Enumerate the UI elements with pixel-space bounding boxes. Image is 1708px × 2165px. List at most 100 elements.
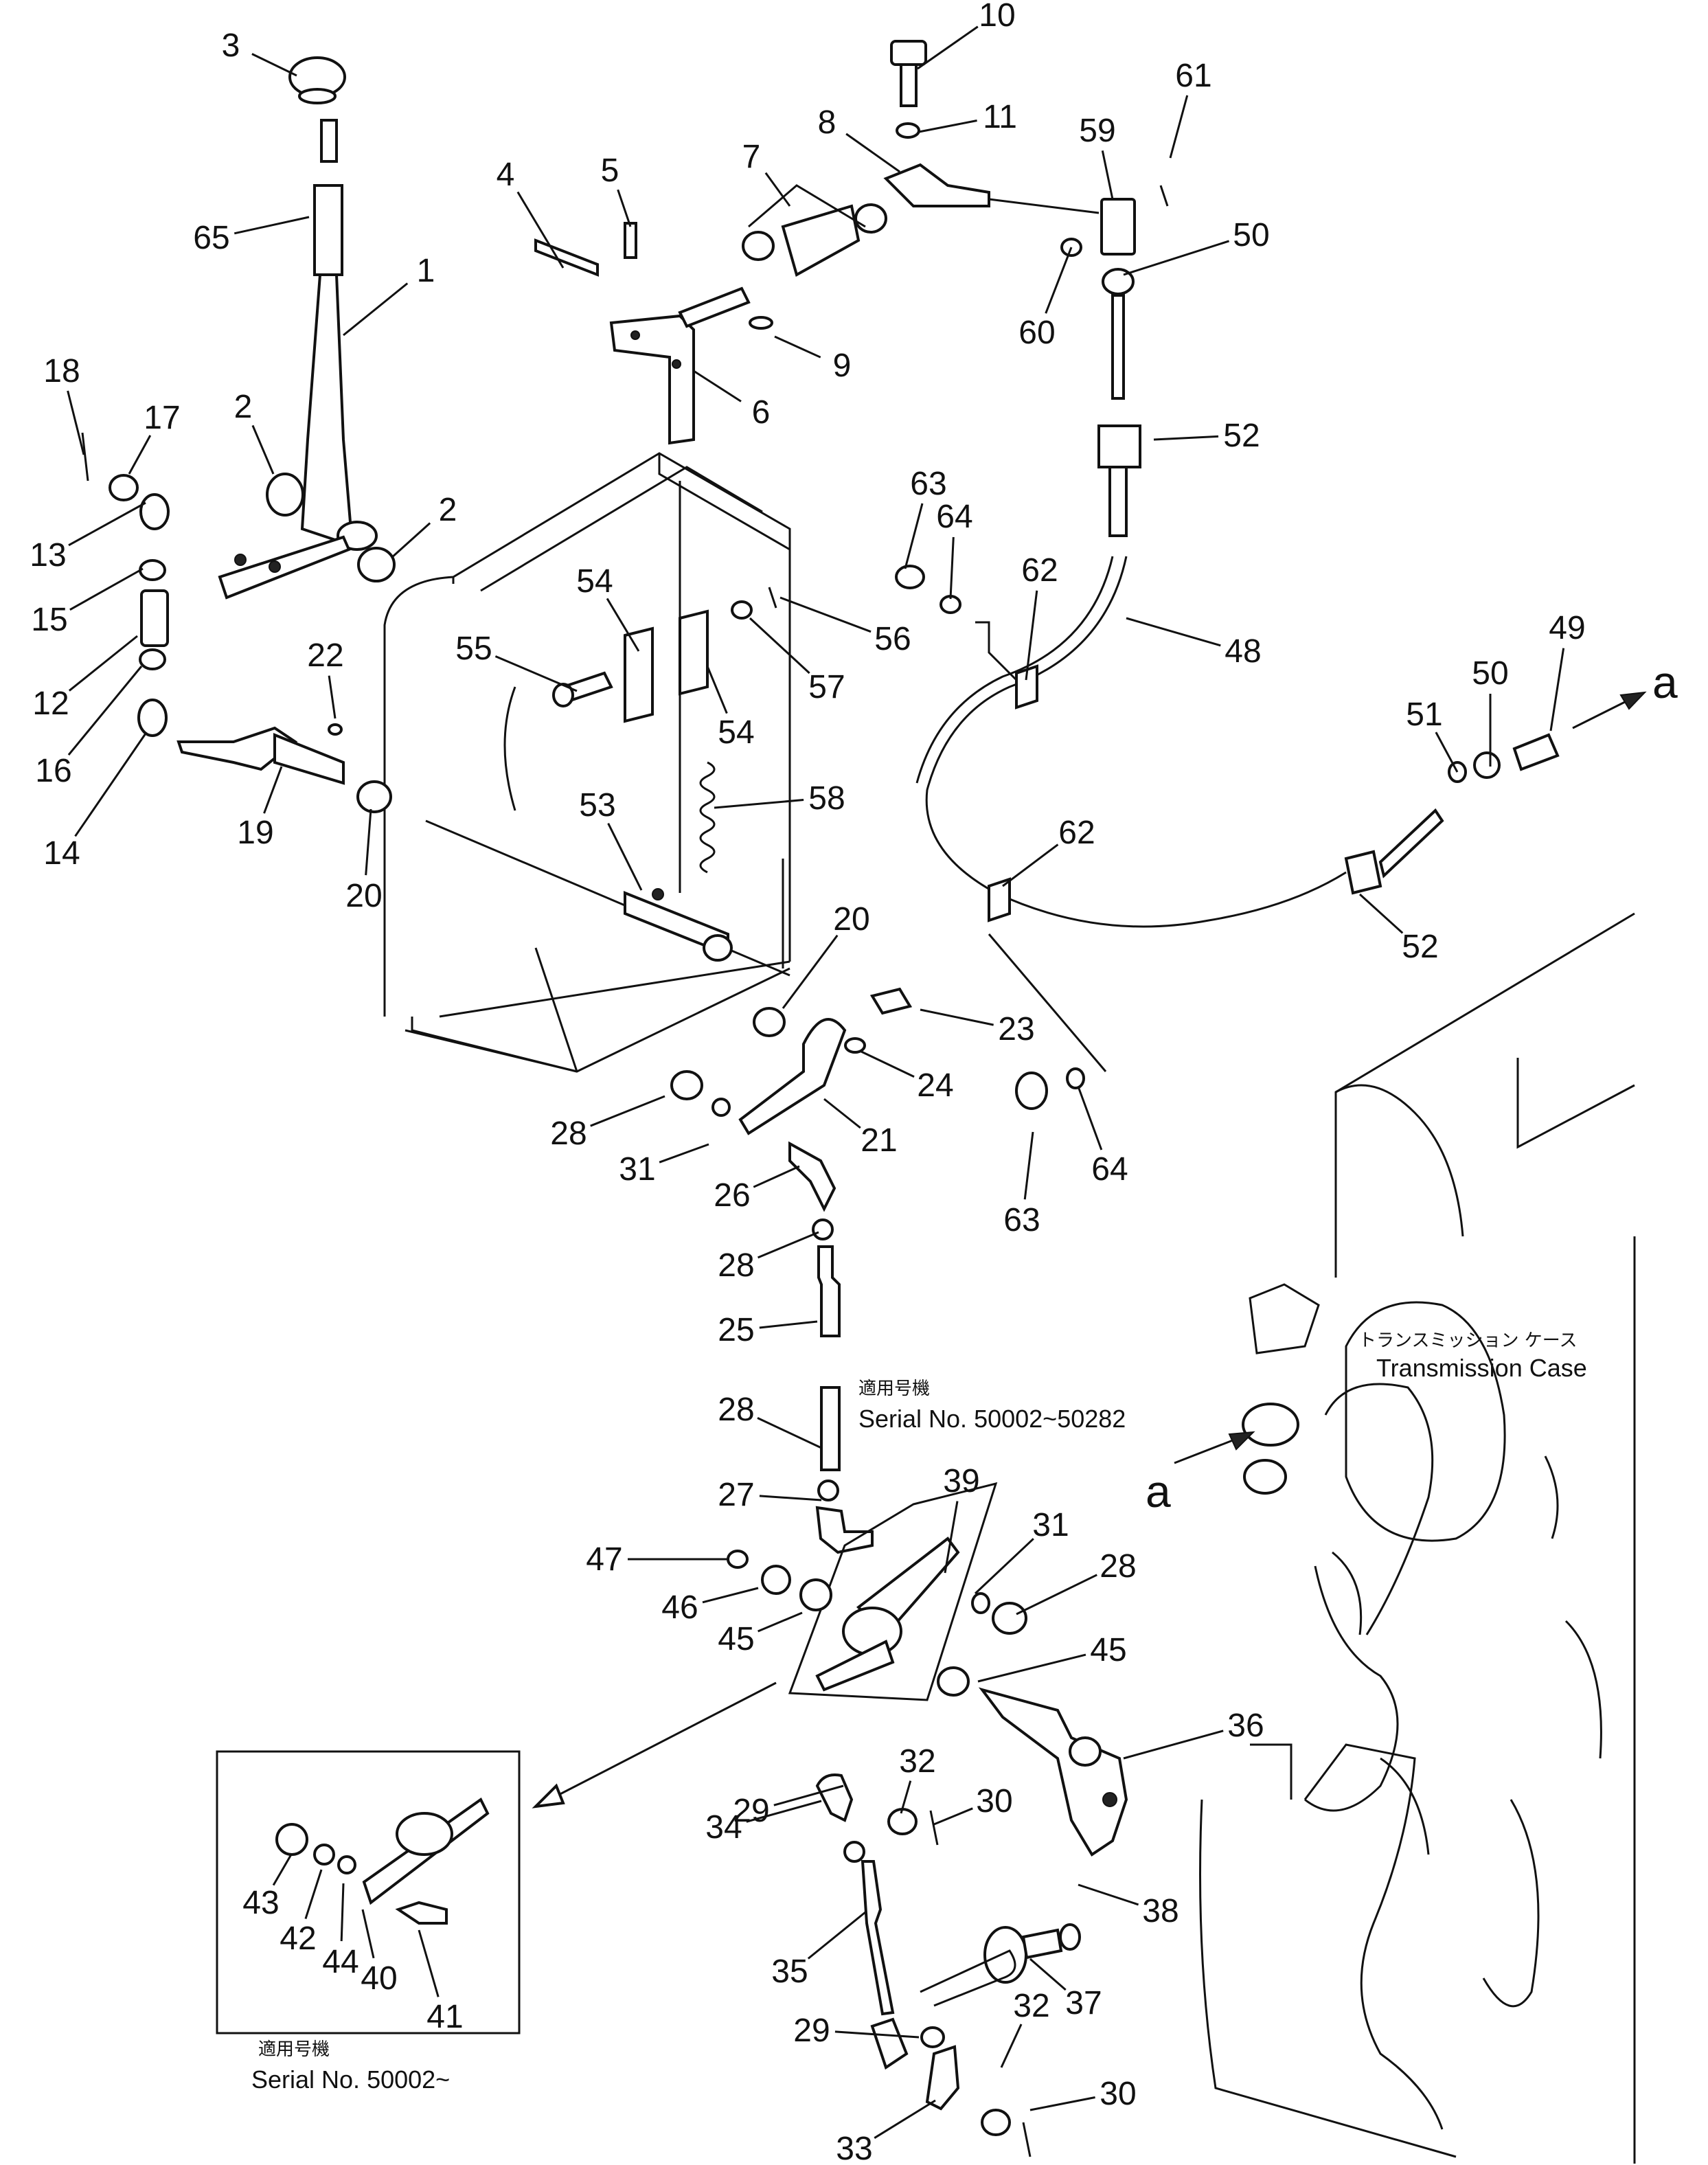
callout-53: 53 (579, 787, 615, 824)
callout-45b: 45 (1090, 1632, 1126, 1668)
leader-60 (1045, 247, 1073, 314)
leader-45b (977, 1653, 1086, 1683)
leader-2 (251, 424, 275, 475)
callout-18: 18 (43, 353, 80, 389)
callout-55: 55 (455, 631, 492, 667)
case-label: Transmission Case (1376, 1354, 1587, 1382)
leader-36 (1123, 1730, 1224, 1760)
leader-61 (1169, 95, 1189, 159)
callout-28d: 28 (1100, 1548, 1136, 1585)
leader-63 (904, 503, 924, 569)
ref-a-top: a (1652, 657, 1678, 707)
leader-13 (68, 501, 146, 547)
leader-62b (1002, 843, 1059, 887)
leader-5 (617, 189, 632, 227)
annotations: 適用号機 Serial No. 50002~50282 適用号機 Serial … (251, 657, 1678, 2094)
callout-61: 61 (1175, 58, 1211, 94)
callout-2: 2 (234, 389, 253, 425)
leader-1 (343, 282, 409, 337)
leader-52 (1153, 435, 1219, 441)
callout-1: 1 (417, 253, 435, 289)
callout-43: 43 (242, 1885, 279, 1921)
callout-58: 58 (808, 780, 845, 817)
callout-28b: 28 (718, 1247, 754, 1284)
leader-8 (845, 133, 900, 173)
callout-4: 4 (497, 157, 515, 193)
callout-52b: 52 (1402, 929, 1438, 965)
leader-43 (272, 1854, 293, 1886)
leader-26 (753, 1165, 800, 1188)
leader-11 (918, 120, 977, 133)
callout-7: 7 (742, 139, 761, 175)
callout-34: 34 (705, 1809, 742, 1846)
detail-box (216, 1681, 777, 2034)
leader-29 (773, 1784, 844, 1806)
callout-28: 28 (550, 1115, 587, 1152)
control-cable (895, 185, 1560, 1110)
leader-10 (917, 25, 979, 70)
leader-21 (823, 1098, 861, 1129)
callout-50b: 50 (1472, 655, 1508, 692)
leader-39 (944, 1501, 959, 1574)
callout-33: 33 (836, 2131, 872, 2165)
callout-25: 25 (718, 1312, 754, 1348)
leader-53 (607, 822, 643, 891)
callout-60: 60 (1018, 315, 1055, 351)
callout-31: 31 (619, 1151, 655, 1188)
callout-63: 63 (910, 466, 946, 502)
leader-33 (874, 2099, 936, 2139)
leader-63b (1023, 1131, 1034, 1200)
leader-44 (340, 1883, 345, 1942)
leader-50 (1123, 240, 1229, 276)
callout-23: 23 (998, 1011, 1034, 1047)
leader-6 (693, 370, 742, 403)
case-label-jp: トランスミッション ケース (1358, 1330, 1577, 1351)
leader-62 (1025, 590, 1038, 681)
callout-15: 15 (31, 602, 67, 638)
leader-22 (328, 675, 337, 719)
callout-30b: 30 (1100, 2076, 1136, 2112)
leader-24 (859, 1050, 915, 1078)
callout-54: 54 (576, 563, 613, 600)
callout-16: 16 (35, 753, 71, 789)
callout-26: 26 (714, 1177, 750, 1214)
callout-48: 48 (1225, 633, 1261, 670)
callout-57: 57 (808, 669, 845, 705)
leader-32 (900, 1780, 912, 1814)
leader-28d (1016, 1574, 1097, 1616)
callout-10: 10 (979, 0, 1015, 34)
callout-19: 19 (237, 815, 273, 851)
callout-65: 65 (193, 220, 229, 256)
leader-20 (365, 808, 372, 876)
leader-3 (251, 53, 297, 77)
callout-62: 62 (1021, 552, 1058, 589)
callout-64b: 64 (1091, 1151, 1128, 1188)
leader-31b (974, 1538, 1034, 1595)
leader-34 (746, 1800, 822, 1823)
callout-21: 21 (861, 1122, 897, 1159)
upper-pivot (534, 40, 1100, 445)
leader-57 (749, 617, 810, 675)
leader-42 (304, 1869, 323, 1920)
callout-12: 12 (32, 685, 69, 722)
callout-5: 5 (601, 152, 619, 189)
callout-6: 6 (752, 394, 771, 431)
leader-28c (757, 1416, 822, 1449)
callout-49: 49 (1549, 610, 1585, 646)
callout-46: 46 (661, 1589, 698, 1626)
callout-20: 20 (345, 878, 382, 914)
callout-20b: 20 (833, 901, 869, 938)
serial-note-2-jp: 適用号機 (258, 2039, 330, 2060)
leader-38 (1078, 1883, 1139, 1906)
leader-20b (782, 934, 839, 1009)
leader-48 (1126, 617, 1221, 647)
shift-lever (218, 56, 378, 600)
serial-note-2: Serial No. 50002~ (251, 2065, 450, 2094)
lower-linkage (670, 987, 913, 1554)
leader-59 (1101, 150, 1114, 200)
leader-54 (606, 598, 640, 652)
leader-25 (759, 1320, 818, 1329)
callout-39: 39 (943, 1463, 979, 1499)
